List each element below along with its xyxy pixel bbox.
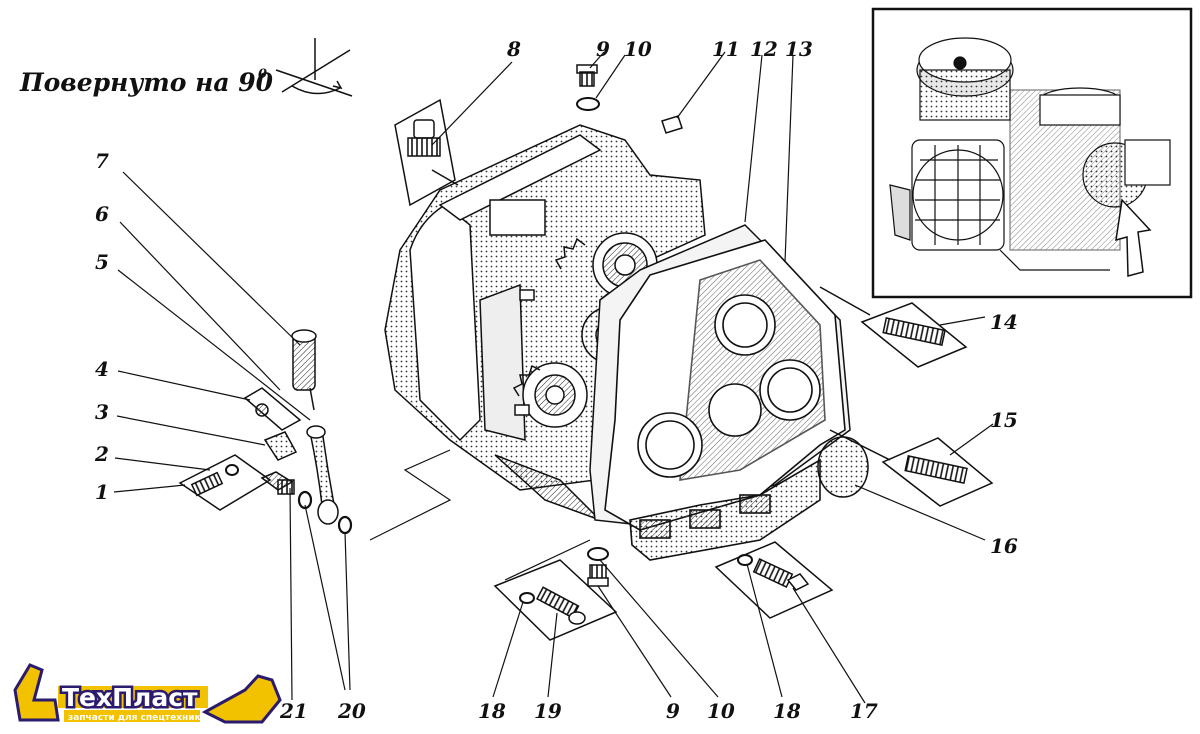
callout-16: 16 (990, 534, 1018, 558)
callout-11: 11 (712, 37, 740, 61)
oil-pipe-6 (306, 425, 339, 525)
stud-15 (829, 429, 994, 507)
bolt-group-18-19-left (493, 559, 618, 641)
callout-12: 12 (750, 37, 778, 61)
callout-18-left: 18 (478, 699, 506, 723)
pin-11 (661, 115, 683, 134)
logo-tagline: запчасти для спецтехники (68, 713, 207, 723)
engine-inset (871, 7, 1193, 299)
breather-tube-7 (291, 329, 317, 411)
callout-5: 5 (95, 250, 109, 274)
excavator-bucket-icon (13, 663, 60, 722)
techplast-logo: ТехПласт запчасти для спецтехники (13, 663, 282, 724)
callout-labels: 1 2 3 4 5 6 7 8 9 10 11 12 13 14 15 16 1… (94, 37, 1018, 723)
logo-name: ТехПласт (62, 683, 198, 712)
callout-2: 2 (94, 442, 109, 466)
callout-18-right: 18 (773, 699, 801, 723)
callout-1: 1 (95, 480, 109, 504)
location-arrow-icon (1115, 198, 1152, 277)
rotation-note: Повернуто на 90 0 (19, 67, 274, 97)
callout-21: 21 (279, 699, 308, 723)
callout-15: 15 (990, 408, 1018, 432)
callout-10-bottom: 10 (707, 699, 735, 723)
callout-14: 14 (990, 310, 1018, 334)
callout-3: 3 (95, 400, 109, 424)
callout-13: 13 (785, 37, 813, 61)
callout-6: 6 (95, 202, 109, 226)
callout-4: 4 (95, 357, 109, 381)
rotation-axes-icon (275, 38, 353, 97)
bolt-1-washer-2 (178, 454, 272, 511)
cover-plate-13 (604, 239, 846, 561)
rotation-note-degree: 0 (258, 67, 267, 82)
callout-19: 19 (534, 699, 562, 723)
plug-9-top (576, 64, 598, 87)
clamp-3 (263, 431, 298, 461)
loader-arm-icon (201, 674, 282, 724)
plug-8 (394, 98, 459, 207)
callout-8: 8 (506, 37, 521, 61)
callout-9-bottom: 9 (666, 699, 680, 723)
plug-9-bottom (587, 564, 609, 587)
bolt-group-17-18-right (714, 541, 834, 619)
callout-7: 7 (95, 149, 109, 173)
gear-housing (384, 124, 706, 521)
callout-9-top: 9 (596, 37, 610, 61)
callout-10-top: 10 (624, 37, 652, 61)
union-21 (260, 471, 295, 495)
callout-20: 20 (337, 699, 366, 723)
stud-14 (819, 286, 968, 368)
callout-17: 17 (850, 699, 878, 723)
leader-lines (113, 51, 994, 704)
washer-10-top (576, 97, 600, 111)
washer-10-bottom (587, 547, 609, 561)
bracket-4 (243, 387, 302, 431)
rotation-note-text: Повернуто на 90 (19, 68, 274, 97)
